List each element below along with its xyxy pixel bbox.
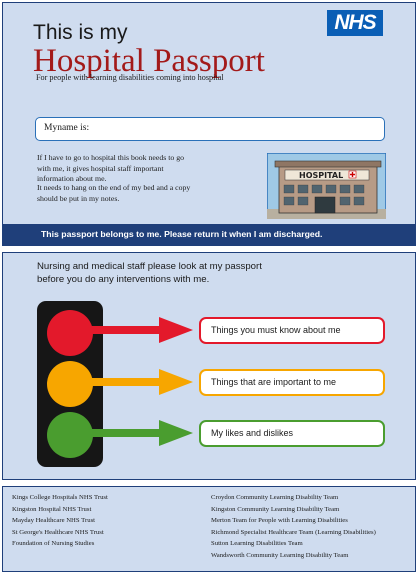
list-item: Kingston Community Learning Disability T…	[211, 505, 340, 513]
body-paragraph-1: If I have to go to hospital this book ne…	[37, 153, 185, 183]
subtitle: For people with learning disabilities co…	[36, 73, 224, 82]
name-field[interactable]: Myname is:	[35, 117, 385, 141]
amber-arrow-icon	[91, 369, 193, 395]
page-title: Hospital Passport	[33, 43, 265, 79]
nhs-logo: NHS	[327, 10, 383, 36]
red-light-icon	[47, 310, 93, 356]
likes-dislikes-label: My likes and dislikes	[211, 428, 294, 438]
list-item: Richmond Specialist Healthcare Team (Lea…	[211, 528, 376, 536]
list-item: Merton Team for People with Learning Dis…	[211, 517, 348, 524]
traffic-light-panel: Nursing and medical staff please look at…	[2, 252, 416, 480]
list-item: Mayday Healthcare NHS Trust	[12, 517, 96, 524]
must-know-box[interactable]: Things you must know about me	[199, 317, 385, 344]
green-light-icon	[47, 412, 93, 458]
list-item: Kings College Hospitals NHS Trust	[12, 494, 108, 501]
list-item: Croydon Community Learning Disability Te…	[211, 494, 339, 501]
list-item: St George's Healthcare NHS Trust	[12, 528, 104, 536]
name-field-label: Myname is:	[44, 123, 90, 133]
list-item: Foundation of Nursing Studies	[12, 540, 95, 547]
list-item: Kingston Hospital NHS Trust	[12, 505, 92, 513]
list-item: Wandsworth Community Learning Disability…	[211, 551, 349, 559]
hospital-sign: HOSPITAL	[299, 171, 343, 180]
red-arrow-icon	[91, 317, 193, 343]
green-arrow-icon	[91, 420, 193, 446]
likes-dislikes-box[interactable]: My likes and dislikes	[199, 420, 385, 447]
amber-light-icon	[47, 361, 93, 407]
list-item: Sutton Learning Disabilities Team	[211, 540, 303, 547]
title-line-1: This is my	[33, 21, 128, 44]
staff-instructions: Nursing and medical staff please look at…	[37, 261, 262, 285]
arrows	[91, 317, 193, 446]
important-to-me-box[interactable]: Things that are important to me	[199, 369, 385, 396]
must-know-label: Things you must know about me	[211, 325, 341, 335]
return-banner: This passport belongs to me. Please retu…	[3, 224, 415, 245]
partners-panel: Kings College Hospitals NHS Trust Kingst…	[2, 486, 416, 572]
team-list: Croydon Community Learning Disability Te…	[211, 492, 376, 561]
trust-list: Kings College Hospitals NHS Trust Kingst…	[12, 492, 108, 550]
important-to-me-label: Things that are important to me	[211, 377, 337, 387]
hospital-illustration: HOSPITAL	[267, 153, 386, 219]
traffic-light	[37, 301, 103, 467]
passport-cover-panel: NHS This is my Hospital Passport For peo…	[2, 2, 416, 246]
body-paragraph-2: It needs to hang on the end of my bed an…	[37, 183, 191, 203]
